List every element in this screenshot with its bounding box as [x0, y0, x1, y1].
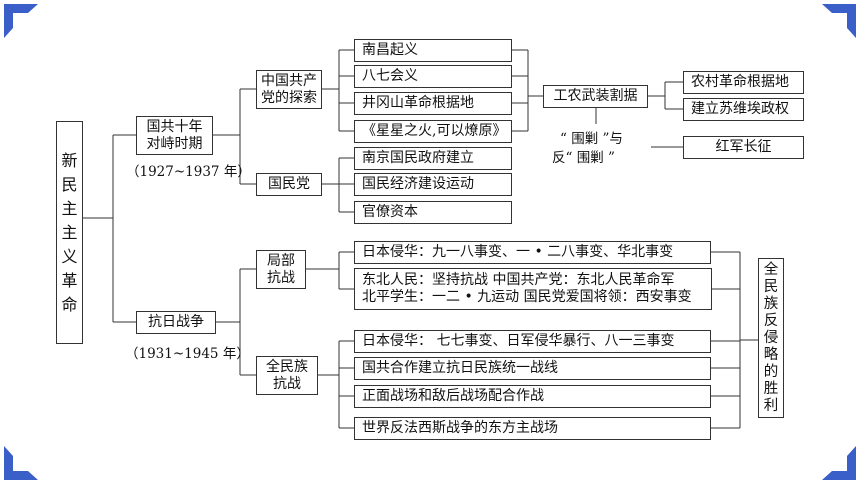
- armed-separatism-node: 工农武装割据: [543, 85, 648, 108]
- encirclement-line1: “ 围剿 ”与: [560, 131, 623, 147]
- period-node-anti-japanese-war: 抗日战争: [136, 311, 216, 334]
- victory-char: 侵: [763, 329, 779, 346]
- full-item: 世界反法西斯战争的东方主战场: [354, 417, 711, 440]
- partial-item2-line2: 北平学生：一二 • 九运动 国民党爱国将领：西安事变: [362, 289, 692, 305]
- partial-item-multiline: 东北人民：坚持抗战 中国共产党：东北人民革命军 北平学生：一二 • 九运动 国民…: [354, 268, 712, 310]
- ccp-exploration-node: 中国共产 党的探索: [256, 70, 322, 109]
- full-line2: 抗战: [273, 375, 301, 392]
- long-march-node: 红军长征: [683, 136, 804, 159]
- armed-item: 建立苏维埃政权: [683, 98, 804, 121]
- victory-char: 利: [763, 397, 779, 414]
- partial-resistance-node: 局部 抗战: [256, 250, 306, 289]
- victory-char: 族: [763, 295, 779, 312]
- period-node-ten-year-confrontation: 国共十年 对峙时期: [136, 116, 213, 155]
- root-node-new-democratic-revolution: 新 民 主 主 义 革 命: [56, 121, 83, 344]
- period1-years: （1927~1937 年）: [126, 164, 251, 180]
- victory-char: 的: [763, 363, 779, 380]
- partial-line2: 抗战: [267, 269, 295, 286]
- victory-char: 民: [763, 278, 779, 295]
- full-resistance-node: 全民族 抗战: [256, 356, 318, 395]
- ccp-item: 八七会义: [354, 65, 512, 88]
- partial-item: 日本侵华：九一八事变、一 • 二八事变、华北事变: [354, 241, 711, 264]
- victory-char: 全: [763, 261, 779, 278]
- victory-char: 略: [763, 346, 779, 363]
- kmt-item: 南京国民政府建立: [354, 147, 512, 170]
- root-char: 新: [61, 150, 78, 170]
- partial-line1: 局部: [267, 252, 295, 269]
- encirclement-line2: 反“ 围剿 ”: [552, 150, 615, 166]
- root-char: 主: [61, 222, 78, 242]
- root-char: 义: [61, 246, 78, 266]
- full-item: 日本侵华： 七七事变、日军侵华暴行、八一三事变: [354, 330, 711, 353]
- period1-line2: 对峙时期: [146, 135, 203, 152]
- ccp-line2: 党的探索: [261, 89, 317, 106]
- root-char: 革: [61, 270, 78, 290]
- full-item: 国共合作建立抗日民族统一战线: [354, 357, 711, 380]
- root-char: 民: [61, 174, 78, 194]
- kmt-item: 国民经济建设运动: [354, 173, 512, 196]
- partial-item2-line1: 东北人民：坚持抗战 中国共产党：东北人民革命军: [362, 272, 675, 288]
- corner-bracket-bottom-left: [4, 446, 38, 480]
- root-char: 命: [61, 294, 78, 314]
- period2-years: （1931~1945 年）: [125, 346, 250, 362]
- victory-char: 胜: [763, 380, 779, 397]
- ccp-item: 南昌起义: [354, 39, 512, 62]
- full-line1: 全民族: [266, 358, 308, 375]
- kmt-item: 官僚资本: [354, 201, 512, 224]
- corner-bracket-bottom-right: [822, 446, 856, 480]
- corner-bracket-top-right: [822, 4, 856, 38]
- armed-item: 农村革命根据地: [683, 71, 804, 94]
- ccp-item: 《星星之火,可以燎原》: [354, 120, 512, 143]
- ccp-line1: 中国共产: [261, 72, 317, 89]
- kmt-node: 国民党: [256, 173, 322, 196]
- ccp-item: 井冈山革命根据地: [354, 92, 512, 115]
- victory-node: 全 民 族 反 侵 略 的 胜 利: [758, 258, 784, 418]
- period1-line1: 国共十年: [146, 118, 203, 135]
- victory-char: 反: [763, 312, 779, 329]
- full-item: 正面战场和敌后战场配合作战: [354, 385, 711, 408]
- corner-bracket-top-left: [4, 4, 38, 38]
- root-char: 主: [61, 198, 78, 218]
